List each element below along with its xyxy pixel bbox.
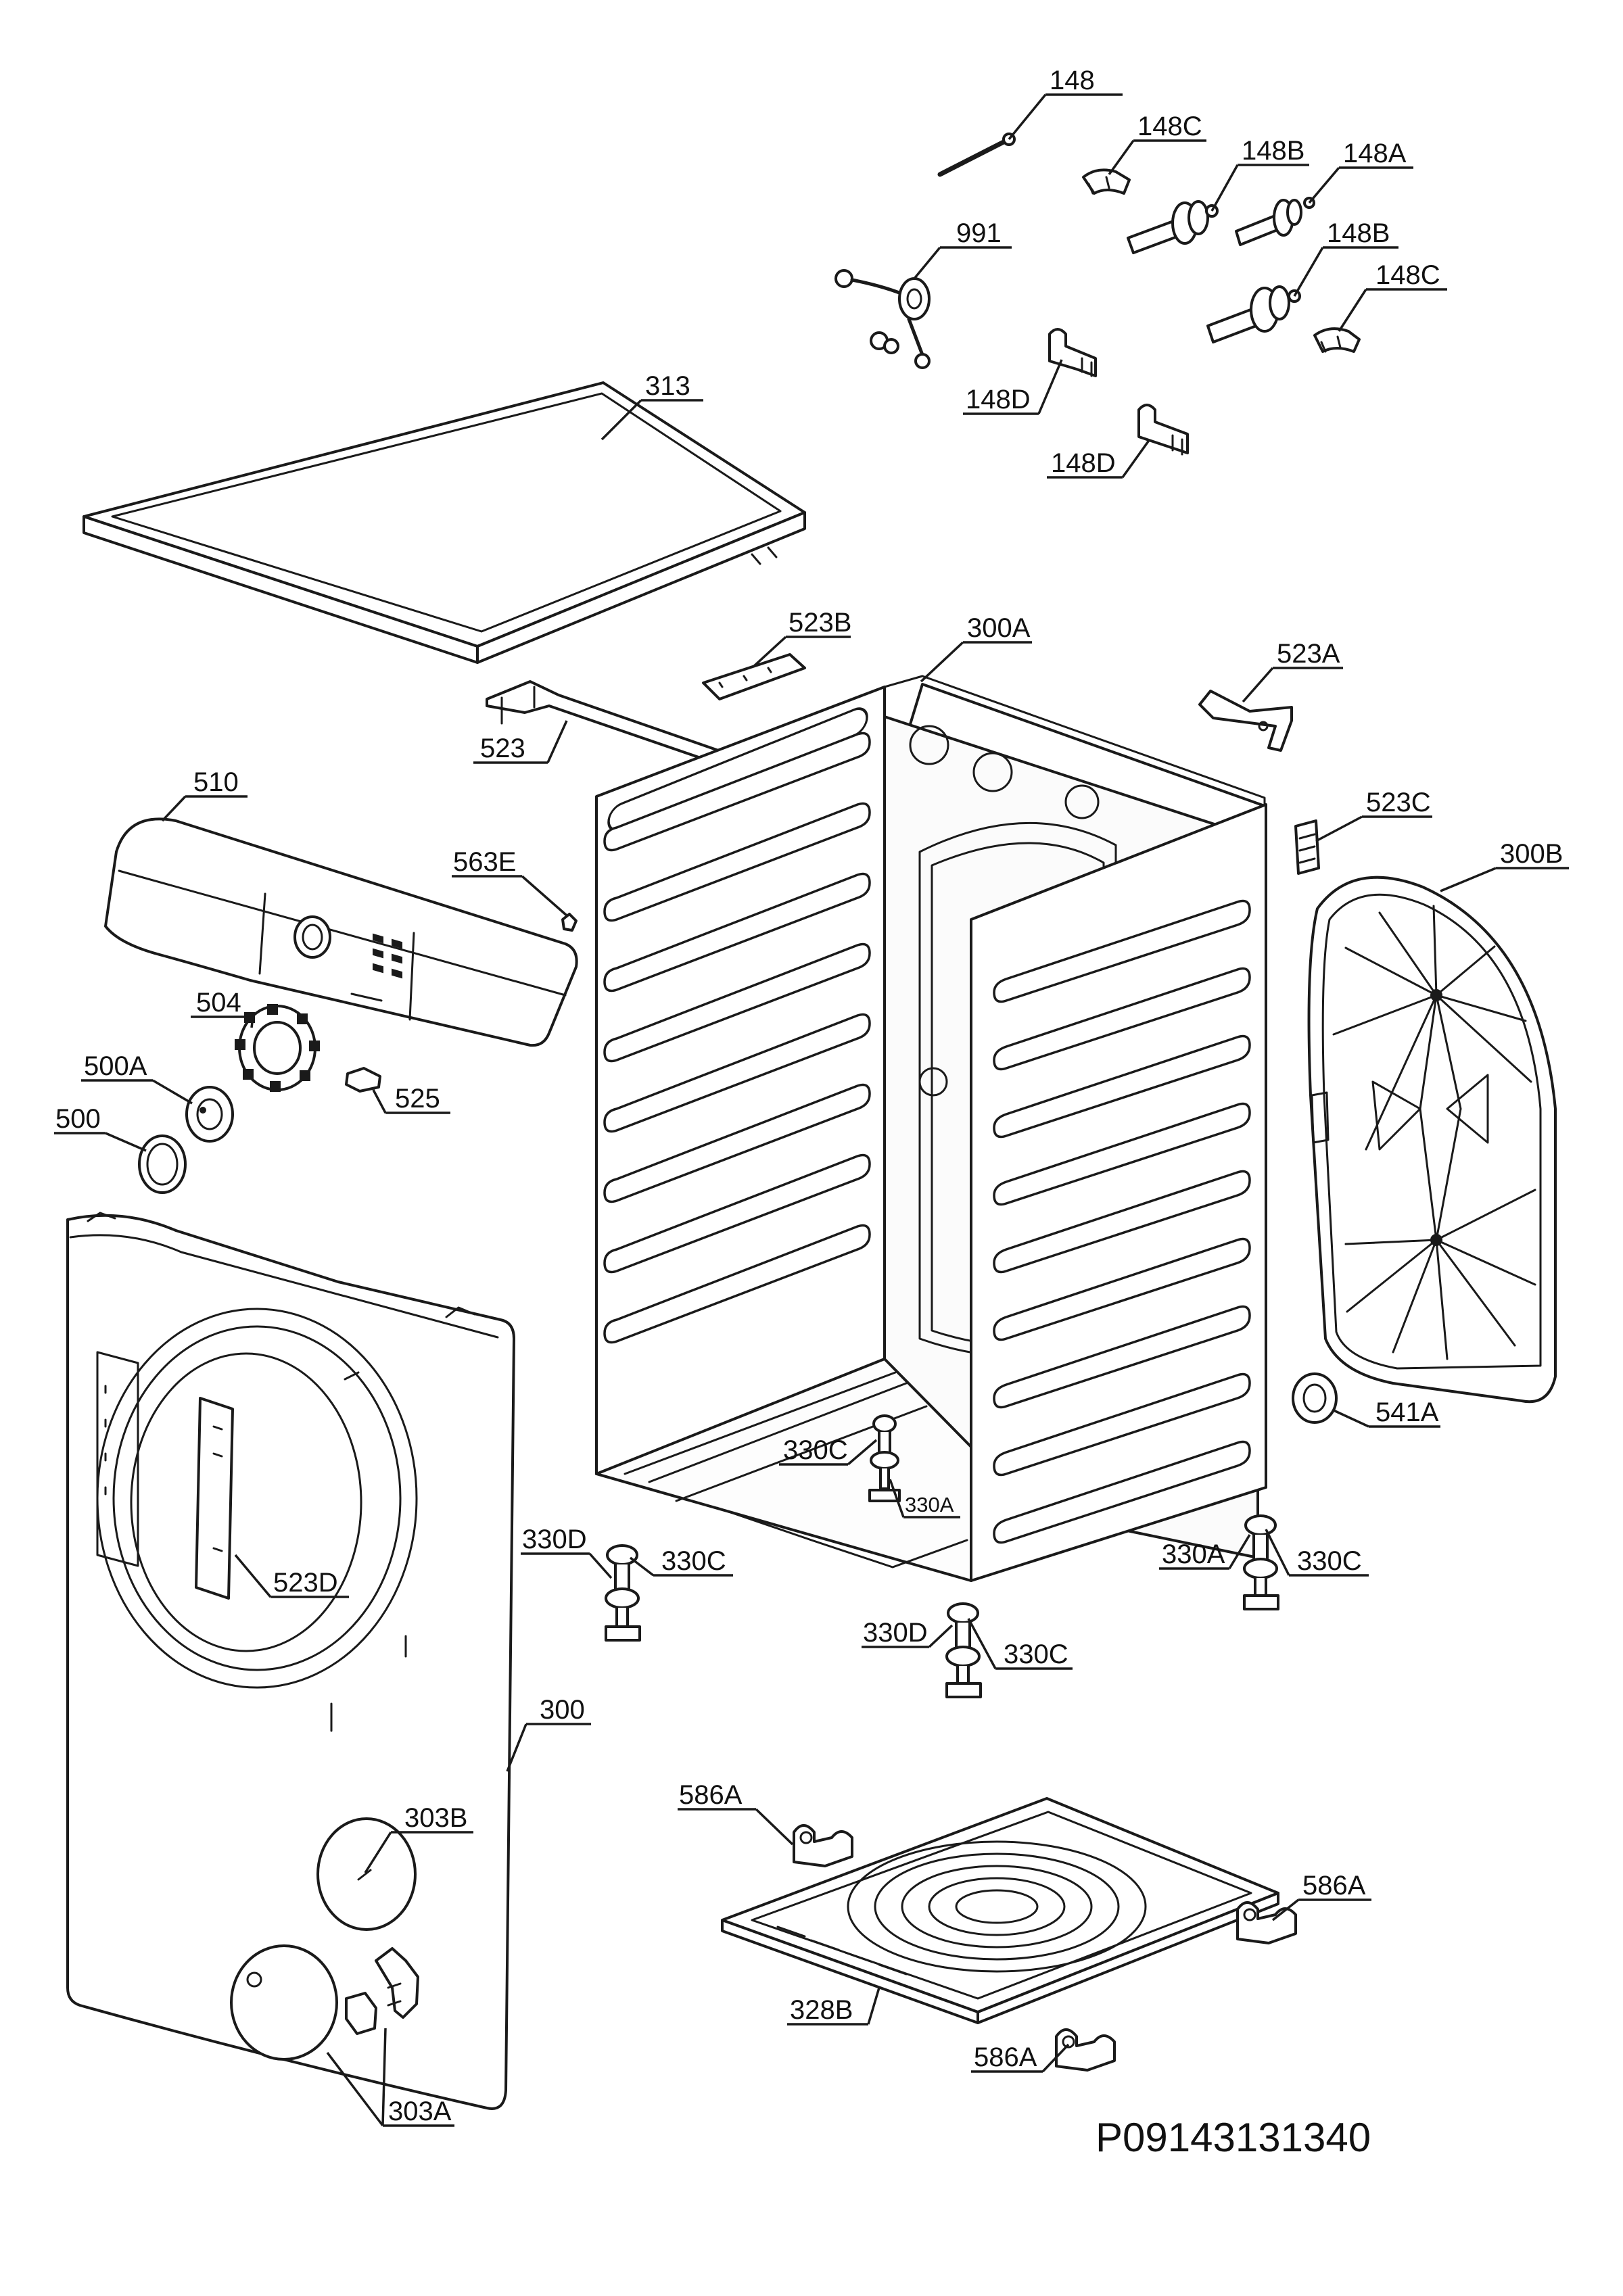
label-330a-a: 330A <box>905 1493 954 1516</box>
part-510-control-panel <box>104 817 578 1047</box>
part-991-cable-assembly <box>834 269 931 369</box>
part-525-clip <box>345 1067 381 1093</box>
cabinet-left-rib-list <box>603 732 871 1344</box>
part-300-front-panel <box>66 1212 515 2110</box>
label-303a: 303A <box>388 2097 452 2126</box>
part-148b-connector-mid <box>1206 285 1301 343</box>
label-586a-2: 586A <box>1302 1871 1366 1900</box>
label-300b: 300B <box>1500 839 1563 869</box>
part-523c-bracket <box>1294 819 1320 875</box>
label-300: 300 <box>540 1695 585 1725</box>
label-148b-top: 148B <box>1242 136 1304 166</box>
part-313-top-panel <box>83 381 806 664</box>
part-330d-foot-bottom <box>945 1602 982 1698</box>
label-330c-c: 330C <box>1297 1546 1362 1576</box>
label-148c-mid: 148C <box>1375 260 1440 290</box>
label-525: 525 <box>395 1084 440 1114</box>
label-148d-1: 148D <box>966 385 1031 414</box>
part-330d-foot-left <box>605 1544 641 1642</box>
part-523b-bracket <box>702 653 806 700</box>
label-330a-b: 330A <box>1162 1539 1225 1569</box>
label-300a: 300A <box>967 613 1031 643</box>
leader-lines <box>54 93 1569 2127</box>
part-586a-foot-mount-3 <box>1055 2028 1116 2072</box>
part-500a-knob-insert <box>185 1086 234 1143</box>
label-313: 313 <box>645 371 690 401</box>
label-523a: 523A <box>1277 639 1340 669</box>
part-148d-bracket-1 <box>1048 328 1097 377</box>
label-148d-2: 148D <box>1051 448 1116 478</box>
part-300b-rear-panel <box>1307 876 1557 1404</box>
label-330d-b: 330D <box>863 1618 928 1648</box>
callout-labels: 148 148C 148B 148A 991 148B 148C 148D 14… <box>55 66 1563 2160</box>
label-148: 148 <box>1050 66 1095 95</box>
part-148b-connector-top <box>1127 200 1219 254</box>
part-148c-clip-top <box>1082 168 1131 195</box>
label-563e: 563E <box>453 847 516 877</box>
label-148c-top: 148C <box>1137 112 1202 141</box>
part-523a-bracket <box>1198 690 1293 752</box>
part-148a-connector <box>1235 197 1315 246</box>
label-523: 523 <box>480 734 525 763</box>
label-500a: 500A <box>84 1051 147 1081</box>
label-510: 510 <box>193 767 239 797</box>
part-148c-clip-mid <box>1313 327 1361 353</box>
label-523d: 523D <box>273 1568 338 1598</box>
label-330c-d: 330C <box>1004 1640 1068 1669</box>
label-504: 504 <box>196 988 241 1018</box>
label-330c-b: 330C <box>661 1546 726 1576</box>
label-148b-mid: 148B <box>1327 218 1390 248</box>
part-500-knob-ring <box>138 1134 187 1194</box>
part-563e-clip <box>561 913 578 932</box>
part-330a-foot-right <box>1243 1514 1279 1610</box>
part-148d-bracket-2 <box>1137 404 1189 456</box>
part-586a-foot-mount-1 <box>793 1824 853 1867</box>
part-148-rod <box>937 133 1016 177</box>
drawing-code: P09143131340 <box>1096 2115 1371 2160</box>
label-500: 500 <box>55 1104 101 1134</box>
label-541a: 541A <box>1375 1397 1439 1427</box>
label-303b: 303B <box>404 1803 467 1833</box>
part-303a-hatch <box>230 1944 419 2061</box>
label-330c-a: 330C <box>783 1435 848 1465</box>
cabinet-right-rib-list <box>993 899 1251 1544</box>
label-991: 991 <box>956 218 1002 248</box>
label-523c: 523C <box>1366 788 1431 817</box>
label-148a: 148A <box>1343 139 1407 168</box>
label-330d-a: 330D <box>522 1525 587 1554</box>
label-523b: 523B <box>789 608 851 638</box>
part-330c-foot-a <box>868 1414 901 1502</box>
label-328b: 328B <box>790 1995 853 2025</box>
label-586a-1: 586A <box>679 1780 743 1810</box>
part-541a-hose-connector <box>1292 1372 1338 1424</box>
part-328b-base-plate <box>721 1797 1279 2024</box>
part-504-selector-ring <box>235 1004 320 1092</box>
label-586a-3: 586A <box>974 2042 1037 2072</box>
